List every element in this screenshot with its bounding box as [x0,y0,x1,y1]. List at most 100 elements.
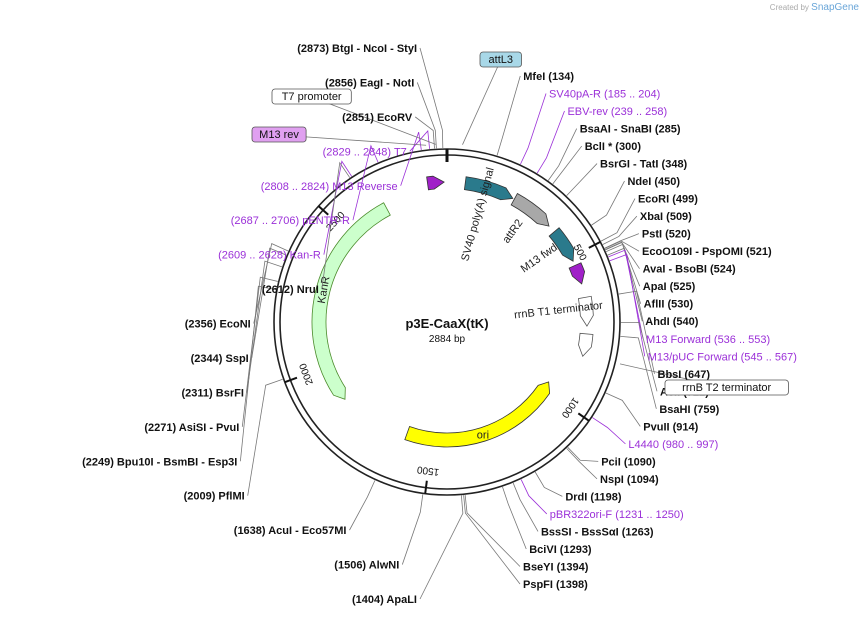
enzyme-label: EcoO109I - PspOMI (521) [642,246,772,258]
enzyme-label: BciVI (1293) [529,544,592,556]
leader-line [566,448,598,480]
primer-label: (2687 .. 2706) pENTR-R [231,215,350,227]
enzyme-label: PvuII (914) [643,421,698,433]
leader-line [520,93,547,165]
leader-line [620,335,657,409]
leader-line [323,160,353,255]
feature-attr2 [510,192,550,227]
enzyme-label: (1404) ApaLI [352,594,417,606]
feature-ori [404,381,551,448]
feature-label-kanr: KanR [316,275,333,304]
leader-line [349,480,376,531]
enzyme-label: (2009) PflMI [184,491,245,503]
site-labels: MfeI (134)SV40pA-R (185 .. 204)EBV-rev (… [82,43,797,606]
plasmid-title: p3E-CaaX(tK) 2884 bp [405,316,488,345]
leader-line [496,75,521,156]
enzyme-label: EcoRI (499) [638,194,698,206]
leader-line [620,321,658,392]
credit-prefix: Created by [769,3,809,12]
primer-label: (2829 .. 2848) T7 [323,146,407,158]
feature-box-label: attL3 [489,54,513,66]
enzyme-label: BbsI (647) [658,369,711,381]
enzyme-label: PspFI (1398) [523,579,588,591]
leader-line [547,128,578,181]
enzyme-label: (2873) BtgI - NcoI - StyI [297,43,417,55]
enzyme-label: (1506) AlwNI [334,560,399,572]
tick-label: 1500 [416,463,440,477]
feature-pmark2 [568,262,585,285]
leader-line [464,495,521,567]
enzyme-label: PstI (520) [642,229,691,241]
leader-line [419,47,444,149]
enzyme-label: BsrGI - TatI (348) [600,159,688,171]
enzyme-label: (2851) EcoRV [342,112,413,124]
leader-line [591,180,625,226]
enzyme-label: (2311) BsrFI [182,387,244,399]
enzyme-label: (1638) AcuI - Eco57MI [234,525,347,537]
enzyme-label: BsaAI - SnaBI (285) [580,124,681,136]
plasmid-name: p3E-CaaX(tK) [405,316,488,331]
leader-line [567,447,599,462]
tick-label: 1000 [559,395,581,420]
feature-box [664,379,789,396]
feature-label-ori: ori [477,429,489,441]
leader-line [605,243,641,304]
leader-line [536,110,565,174]
leader-line [401,494,424,565]
enzyme-label: MfeI (134) [523,71,574,83]
enzyme-label: ApaI (525) [643,281,696,293]
leader-line [502,486,527,550]
enzyme-label: BssSI - BssSαI (1263) [541,526,654,538]
tick-500 [588,240,601,249]
leader-line [239,285,277,462]
feature-pmark1 [426,175,445,191]
primer-label: M13 Forward (536 .. 553) [646,334,770,346]
primer-label: SV40pA-R (185 .. 204) [549,89,660,101]
leader-line [608,249,644,339]
leader-line [416,82,437,149]
enzyme-label: AvaI - BsoBI (524) [643,264,736,276]
feature-sv40 [463,176,514,201]
feature-rrnb1 [577,295,594,327]
box-leader [311,96,436,145]
leader-line [520,479,548,515]
feature-m13fwd [548,227,575,262]
enzyme-label: (2271) AsiSI - PvuI [144,422,239,434]
leader-line [246,260,283,393]
feature-kanr [311,202,391,400]
leader-line [251,247,287,359]
feature-box [271,88,352,105]
leader-line [463,495,521,585]
leader-line [512,482,539,532]
enzyme-label: (2249) Bpu10I - BsmBI - Esp3I [82,456,237,468]
tick-label: 2000 [298,361,316,386]
enzyme-label: BclI * (300) [585,141,642,153]
leader-line [419,495,464,600]
enzyme-label: (2856) EagI - NotI [325,77,414,89]
primer-label: M13/pUC Forward (545 .. 567) [648,351,797,363]
leader-line [607,247,643,322]
leader-line [600,198,636,242]
enzyme-label: (2612) NruI [262,284,319,296]
enzyme-label: AflII (530) [644,299,694,311]
tick-2500 [317,205,329,216]
enzyme-label: XbaI (509) [640,211,692,223]
feature-box [251,126,307,143]
leader-line [400,131,422,186]
enzyme-label: (2344) SspI [191,353,249,365]
feature-rrnb1b [578,332,594,358]
leader-line [592,417,626,445]
primer-label: L4440 (980 .. 997) [628,439,718,451]
enzyme-label: AhdI (540) [645,316,699,328]
credit-brand: SnapGene [811,2,859,13]
enzyme-label: BseYI (1394) [523,561,589,573]
feature-box [479,51,522,68]
plasmid-size: 2884 bp [429,334,466,345]
enzyme-label: DrdI (1198) [565,491,622,503]
feature-box-label: T7 promoter [282,91,342,103]
tick-1500 [424,480,428,494]
leader-line [604,240,640,252]
enzyme-label: NspI (1094) [600,474,659,486]
primer-label: (2609 .. 2628) Kan-R [218,250,321,262]
